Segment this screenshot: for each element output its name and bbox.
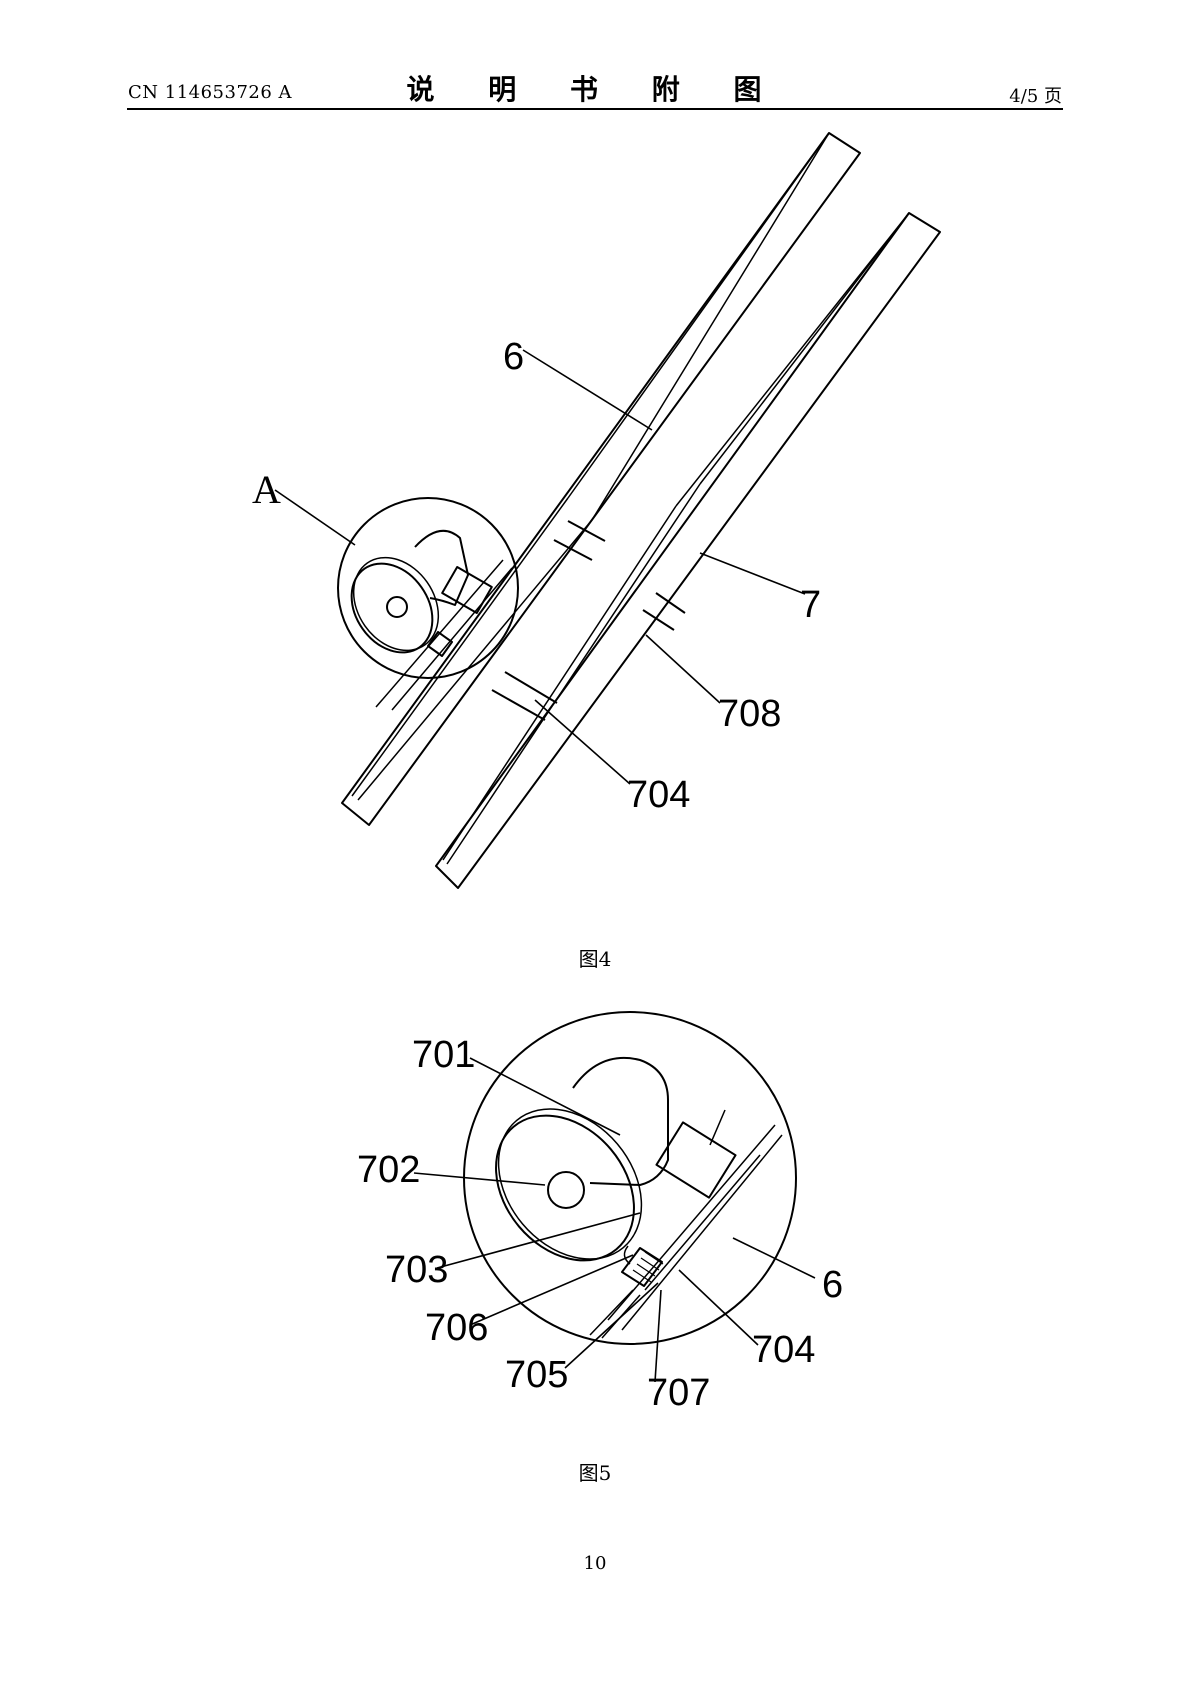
figure-4-leaders — [274, 349, 806, 785]
label-704-detail: 704 — [752, 1329, 815, 1371]
connector-704 — [621, 1247, 663, 1287]
label-7: 7 — [800, 584, 821, 626]
figure-5-leaders — [413, 1057, 816, 1383]
label-705: 705 — [505, 1354, 568, 1396]
label-708: 708 — [718, 693, 781, 735]
figure-5-caption: 图5 — [578, 1461, 612, 1485]
label-707: 707 — [647, 1372, 710, 1414]
figure-4-drawing — [274, 132, 941, 889]
connector-blocks — [491, 520, 686, 721]
rail-7 — [435, 212, 941, 889]
label-701: 701 — [412, 1034, 475, 1076]
page-number: 10 — [583, 1553, 607, 1574]
page-title: 说 明 书 附 图 — [406, 73, 784, 106]
figure-4-caption: 图4 — [578, 947, 612, 971]
header-rule — [127, 108, 1063, 110]
disc-702 — [495, 1114, 635, 1262]
label-706: 706 — [425, 1307, 488, 1349]
label-6: 6 — [503, 336, 524, 378]
label-702: 702 — [357, 1149, 420, 1191]
figure-5-drawing — [413, 1011, 816, 1383]
label-704: 704 — [627, 774, 690, 816]
motor-701 — [572, 1056, 669, 1186]
label-703: 703 — [385, 1249, 448, 1291]
page-count: 4/5 页 — [1009, 86, 1062, 107]
patent-number: CN 114653726 A — [128, 82, 293, 103]
detail-circle-a — [337, 497, 519, 711]
mount-block — [655, 1121, 737, 1199]
label-a: A — [252, 467, 281, 512]
rail-6 — [341, 132, 861, 826]
label-6-detail: 6 — [822, 1264, 843, 1306]
